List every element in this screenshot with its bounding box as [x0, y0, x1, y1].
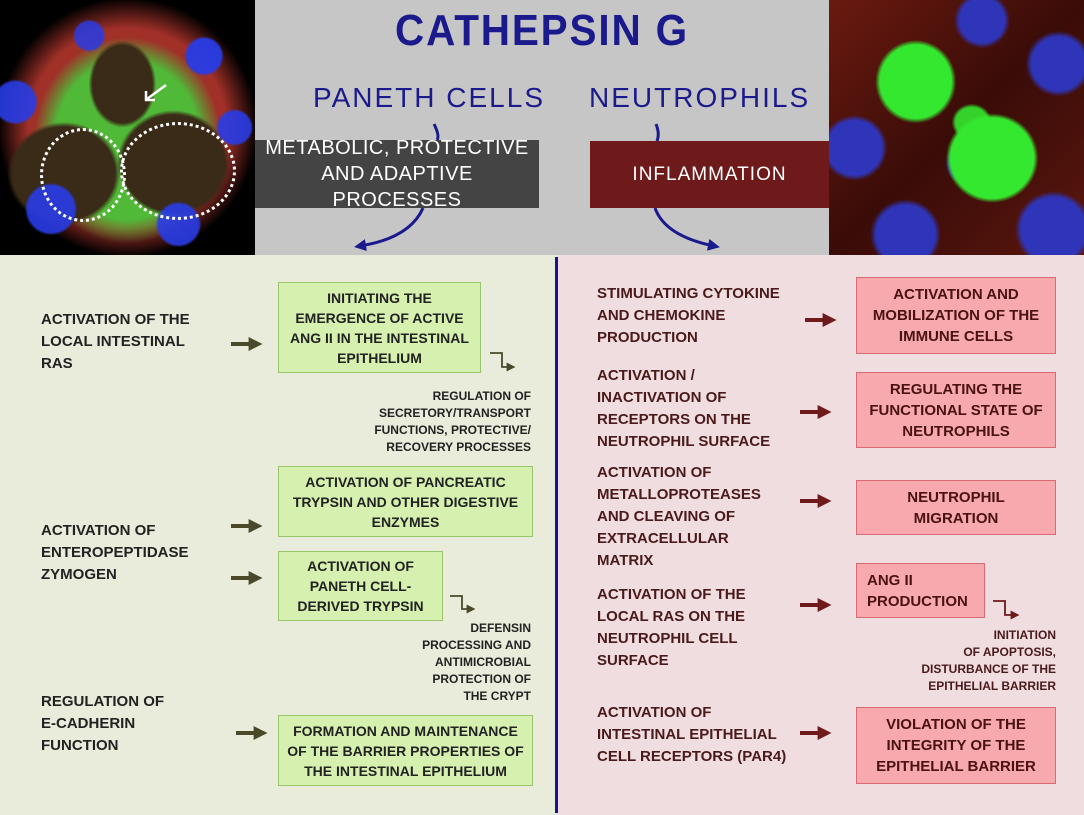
- paneth-consequence-defensin: DEFENSIN PROCESSING AND ANTIMICROBIAL PR…: [422, 621, 531, 703]
- paneth-cause-enteropeptidase: ACTIVATION OF ENTEROPEPTIDASE ZYMOGEN: [41, 522, 189, 583]
- neutrophil-effect-ang-ii: ANG II PRODUCTION: [856, 563, 985, 618]
- neutrophil-effect-migration: NEUTROPHIL MIGRATION: [856, 480, 1056, 535]
- neutrophil-cause-metalloproteases: ACTIVATION OF METALLOPROTEASES AND CLEAV…: [597, 464, 761, 569]
- paneth-cell-micrograph: [0, 0, 255, 255]
- paneth-cause-e-cadherin: REGULATION OF E-CADHERIN FUNCTION: [41, 693, 165, 754]
- neutrophil-effect-functional-state: REGULATING THE FUNCTIONAL STATE OF NEUTR…: [856, 372, 1056, 448]
- paneth-consequence-secretory: REGULATION OF SECRETORY/TRANSPORT FUNCTI…: [374, 389, 531, 454]
- paneth-effect-paneth-trypsin: ACTIVATION OF PANETH CELL- DERIVED TRYPS…: [278, 551, 443, 621]
- neutrophil-effect-barrier-violation: VIOLATION OF THE INTEGRITY OF THE EPITHE…: [856, 707, 1056, 784]
- panel-divider: [555, 257, 558, 813]
- paneth-effect-barrier: FORMATION AND MAINTENANCE OF THE BARRIER…: [278, 715, 533, 786]
- neutrophil-effect-immune-cells: ACTIVATION AND MOBILIZATION OF THE IMMUN…: [856, 277, 1056, 354]
- neutrophil-cause-cytokine: STIMULATING CYTOKINE AND CHEMOKINE PRODU…: [597, 285, 780, 346]
- neutrophil-cause-par4: ACTIVATION OF INTESTINAL EPITHELIAL CELL…: [597, 704, 787, 765]
- paneth-effect-pancreatic-trypsin: ACTIVATION OF PANCREATIC TRYPSIN AND OTH…: [278, 466, 533, 537]
- neutrophil-cause-local-ras: ACTIVATION OF THE LOCAL RAS ON THE NEUTR…: [597, 586, 746, 669]
- paneth-cells-heading: PANETH CELLS: [313, 82, 545, 113]
- paneth-effect-ang-ii: INITIATING THE EMERGENCE OF ACTIVE ANG I…: [278, 282, 481, 373]
- neutrophils-heading: NEUTROPHILS: [589, 82, 811, 113]
- inflammation-box: INFLAMMATION: [590, 141, 829, 208]
- paneth-cause-local-ras: ACTIVATION OF THE LOCAL INTESTINAL RAS: [41, 311, 190, 372]
- neutrophil-cause-receptors: ACTIVATION / INACTIVATION OF RECEPTORS O…: [597, 367, 771, 450]
- paneth-cell-outline: [120, 122, 236, 220]
- metabolic-processes-box: METABOLIC, PROTECTIVE AND ADAPTIVE PROCE…: [255, 137, 539, 211]
- neutrophil-micrograph: [829, 0, 1084, 255]
- pointer-arrow-icon: [144, 83, 167, 102]
- neutrophil-consequence-apoptosis: INITIATION OF APOPTOSIS, DISTURBANCE OF …: [921, 628, 1056, 693]
- paneth-cell-outline: [40, 128, 126, 222]
- main-title: CATHEPSIN G: [395, 6, 689, 55]
